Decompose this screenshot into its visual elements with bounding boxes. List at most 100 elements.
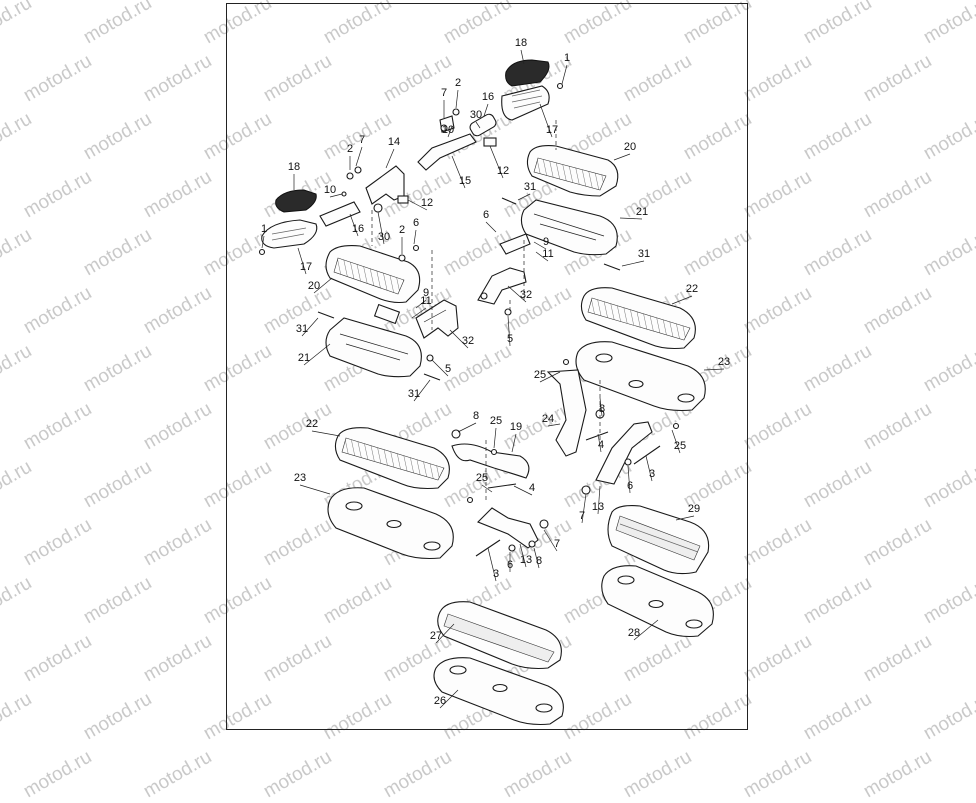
callout-label-9: 9 — [543, 236, 549, 248]
mount-bracket-32-right — [477, 233, 531, 305]
callout-label-17: 17 — [546, 124, 558, 136]
callout-leader-line — [599, 397, 603, 417]
callout-label-18: 18 — [515, 37, 527, 49]
callout-leader-line — [519, 543, 527, 568]
callout-leader-line — [597, 433, 602, 453]
callout-leader-line — [597, 485, 601, 515]
callout-label-2: 2 — [347, 143, 353, 155]
floorboard-base-23-right — [575, 341, 706, 412]
callout-label-12: 12 — [421, 197, 433, 209]
callout-label-16: 16 — [352, 223, 364, 235]
callout-label-31: 31 — [638, 248, 650, 260]
callout-label-32: 32 — [462, 335, 474, 347]
callout-leader-line — [613, 153, 631, 161]
callout-leader-line — [449, 329, 469, 349]
callout-label-28: 28 — [628, 627, 640, 639]
mount-bracket-upper-left — [319, 165, 409, 227]
callout-leader-line — [487, 547, 497, 582]
callout-leader-line — [561, 64, 568, 85]
callout-leader-line — [633, 619, 659, 641]
callout-leader-line — [311, 430, 341, 437]
callout-leader-line — [439, 689, 459, 709]
callout-leader-line — [413, 229, 417, 245]
callout-leader-line — [431, 359, 449, 377]
callout-label-23: 23 — [294, 472, 306, 484]
callout-leader-line — [507, 315, 511, 347]
bolts-and-fasteners — [398, 244, 680, 557]
mount-bracket-upper-right — [417, 108, 497, 171]
callout-label-6: 6 — [627, 480, 633, 492]
callout-label-16: 16 — [482, 91, 494, 103]
callout-leader-line — [301, 317, 319, 337]
callout-leader-line — [451, 155, 466, 189]
callout-leader-line — [489, 145, 504, 179]
watermark-text: motod.ru — [620, 746, 696, 803]
callout-label-8: 8 — [473, 410, 479, 422]
callout-leader-line — [671, 429, 681, 454]
callout-leader-line — [627, 465, 631, 494]
callout-leader-line — [435, 623, 455, 644]
callout-label-9: 9 — [423, 287, 429, 299]
footpeg-right — [469, 59, 564, 137]
callout-label-11: 11 — [542, 248, 553, 260]
callout-leader-line — [349, 213, 359, 237]
callout-label-19: 19 — [510, 421, 522, 433]
watermark-text: motod.ru — [260, 746, 336, 803]
callout-label-29: 29 — [688, 503, 700, 515]
floorboard-base-21-right — [520, 199, 618, 256]
watermark-text: motod.ru — [140, 746, 216, 803]
floorboard-base-23-left — [327, 487, 454, 560]
watermark-text: motod.ru — [380, 746, 456, 803]
callout-label-12: 12 — [497, 165, 509, 177]
callout-label-10: 10 — [324, 184, 336, 196]
callout-leader-line — [385, 148, 395, 169]
watermark-text: motod.ru — [20, 746, 96, 803]
callout-leader-line — [447, 125, 453, 138]
callout-leader-line — [675, 515, 695, 521]
callout-leader-line — [539, 371, 561, 383]
footpeg-left — [258, 189, 318, 256]
callout-label-22: 22 — [686, 283, 698, 295]
callout-leader-line — [543, 529, 558, 552]
callout-leader-line — [671, 295, 693, 305]
callout-label-7: 7 — [359, 134, 365, 146]
callout-leader-line — [645, 455, 653, 482]
callout-leader-line — [619, 217, 643, 220]
callout-label-8: 8 — [599, 403, 605, 415]
callout-leader-line — [297, 247, 307, 275]
callout-leader-line — [455, 89, 459, 109]
floorboard-pad-22-left — [334, 427, 450, 490]
pins-31 — [317, 197, 621, 381]
callout-labels: 1122233445566667777888991010111112121313… — [261, 37, 730, 709]
callout-leader-line — [299, 484, 331, 495]
callout-label-4: 4 — [598, 439, 604, 451]
floorboard-pad-20-right — [526, 145, 619, 197]
callout-label-5: 5 — [507, 333, 513, 345]
callout-label-18: 18 — [288, 161, 300, 173]
callout-leader-line — [483, 103, 489, 117]
callout-leader-line — [377, 211, 385, 245]
callout-label-27: 27 — [430, 630, 442, 642]
callout-label-30: 30 — [378, 231, 390, 243]
callout-label-3: 3 — [493, 568, 499, 580]
mount-bracket-13-left — [477, 507, 539, 549]
callout-label-6: 6 — [483, 209, 489, 221]
assembly-guides — [371, 120, 601, 500]
floorboard-pad-22-right — [580, 287, 696, 350]
callout-label-17: 17 — [300, 261, 312, 273]
callout-label-23: 23 — [718, 356, 730, 368]
callout-leader-line — [547, 423, 561, 427]
callout-label-8: 8 — [536, 555, 542, 567]
callout-leader-line — [539, 103, 553, 138]
callout-label-1: 1 — [564, 52, 570, 64]
diagram-frame — [226, 3, 748, 730]
callout-label-15: 15 — [459, 175, 471, 187]
mount-bracket-32-left — [415, 299, 459, 339]
callout-leader-line — [481, 484, 493, 493]
callout-leader-line — [520, 49, 525, 65]
callout-leader-line — [411, 307, 427, 319]
callout-leader-line — [303, 343, 331, 366]
callout-leader-line — [493, 427, 497, 449]
callout-leader-line — [533, 241, 547, 250]
exploded-parts-diagram: 1122233445566667777888991010111112121313… — [258, 37, 730, 726]
